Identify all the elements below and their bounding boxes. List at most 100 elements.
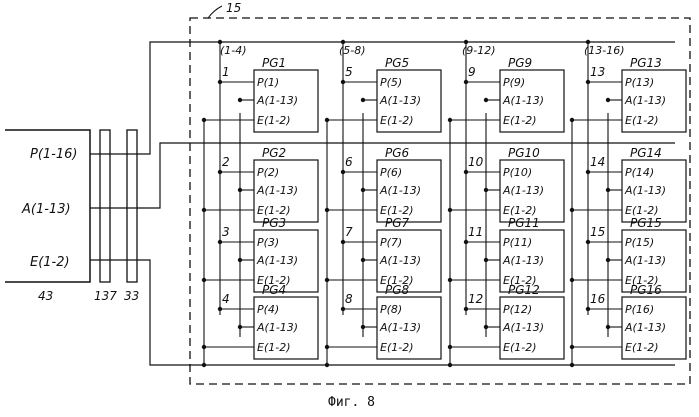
junction-dot [464, 80, 468, 84]
junction-dot [341, 307, 345, 311]
module-p-label: P(7) [380, 236, 402, 249]
junction-dot [464, 40, 468, 44]
junction-dot [448, 345, 452, 349]
module-p-label: P(1) [257, 76, 279, 89]
junction-dot [325, 278, 329, 282]
module-a-label: A(1-13) [379, 184, 421, 197]
junction-dot [361, 98, 365, 102]
module-title: PG3 [262, 216, 286, 230]
column-range-label: (9-12) [462, 44, 496, 57]
module-title: PG5 [385, 56, 409, 70]
module-p-label: P(14) [625, 166, 654, 179]
module-title: PG1 [262, 56, 286, 70]
junction-dot [202, 118, 206, 122]
junction-dot [218, 40, 222, 44]
module-p-label: P(11) [503, 236, 532, 249]
bus-ref-33: 33 [124, 289, 139, 303]
module-a-label: A(1-13) [256, 94, 298, 107]
module-p-label: P(15) [625, 236, 654, 249]
junction-dot [464, 240, 468, 244]
bus-ref-137: 137 [94, 289, 117, 303]
module-p-label: P(5) [380, 76, 402, 89]
module-title: PG15 [630, 216, 662, 230]
junction-dot [341, 170, 345, 174]
junction-dot [448, 278, 452, 282]
module-number: 7 [345, 225, 353, 239]
module-p-label: P(2) [257, 166, 279, 179]
module-number: 10 [468, 155, 484, 169]
signal-label-e: E(1-2) [30, 255, 70, 270]
module-p-label: P(8) [380, 303, 402, 316]
module-a-label: A(1-13) [502, 254, 544, 267]
junction-dot [202, 208, 206, 212]
junction-dot [448, 118, 452, 122]
module-a-label: A(1-13) [624, 94, 666, 107]
junction-dot [606, 258, 610, 262]
module-e-label: E(1-2) [503, 114, 537, 127]
module-a-label: A(1-13) [624, 254, 666, 267]
left-block: P(1-16) A(1-13) E(1-2) 43 [5, 130, 90, 303]
module-a-label: A(1-13) [256, 254, 298, 267]
module-title: PG7 [385, 216, 410, 230]
module-number: 4 [222, 292, 230, 306]
junction-dot [464, 307, 468, 311]
module-e-label: E(1-2) [625, 341, 659, 354]
module-number: 14 [590, 155, 605, 169]
module-number: 6 [345, 155, 353, 169]
module-number: 5 [345, 65, 353, 79]
junction-dot [202, 363, 206, 367]
junction-dot [586, 80, 590, 84]
module-a-label: A(1-13) [379, 94, 421, 107]
junction-dot [464, 170, 468, 174]
junction-dot [484, 188, 488, 192]
module-title: PG12 [508, 283, 540, 297]
module-number: 15 [590, 225, 605, 239]
junction-dot [448, 363, 452, 367]
junction-dot [484, 98, 488, 102]
module-number: 12 [468, 292, 483, 306]
module-e-label: E(1-2) [257, 114, 291, 127]
module-e-label: E(1-2) [257, 341, 291, 354]
module-number: 8 [345, 292, 353, 306]
junction-dot [218, 170, 222, 174]
signal-label-a: A(1-13) [21, 202, 71, 217]
junction-dot [484, 258, 488, 262]
module-e-label: E(1-2) [625, 114, 659, 127]
module-number: 9 [468, 65, 476, 79]
module-p-label: P(16) [625, 303, 654, 316]
junction-dot [570, 208, 574, 212]
junction-dot [325, 118, 329, 122]
junction-dot [341, 40, 345, 44]
junction-dot [570, 118, 574, 122]
module-title: PG13 [630, 56, 662, 70]
bus-137: 137 [94, 130, 117, 303]
module-grid: (1-4)PG11P(1)A(1-13)E(1-2)PG22P(2)A(1-13… [202, 40, 686, 367]
enclosure-ref: 15 [226, 1, 241, 15]
junction-dot [361, 188, 365, 192]
module-e-label: E(1-2) [380, 341, 414, 354]
module-number: 2 [222, 155, 230, 169]
module-a-label: A(1-13) [624, 321, 666, 334]
module-title: PG6 [385, 146, 410, 160]
junction-dot [238, 325, 242, 329]
module-p-label: P(9) [503, 76, 525, 89]
module-a-label: A(1-13) [502, 94, 544, 107]
junction-dot [448, 208, 452, 212]
junction-dot [238, 258, 242, 262]
junction-dot [570, 363, 574, 367]
junction-dot [570, 278, 574, 282]
module-title: PG8 [385, 283, 410, 297]
module-p-label: P(4) [257, 303, 279, 316]
junction-dot [586, 307, 590, 311]
module-number: 13 [590, 65, 605, 79]
module-number: 3 [222, 225, 230, 239]
module-p-label: P(6) [380, 166, 402, 179]
bus-33: 33 [124, 130, 139, 303]
module-a-label: A(1-13) [256, 321, 298, 334]
column-range-label: (1-4) [220, 44, 247, 57]
module-title: PG11 [508, 216, 540, 230]
junction-dot [325, 345, 329, 349]
junction-dot [238, 98, 242, 102]
junction-dot [202, 345, 206, 349]
junction-dot [325, 363, 329, 367]
